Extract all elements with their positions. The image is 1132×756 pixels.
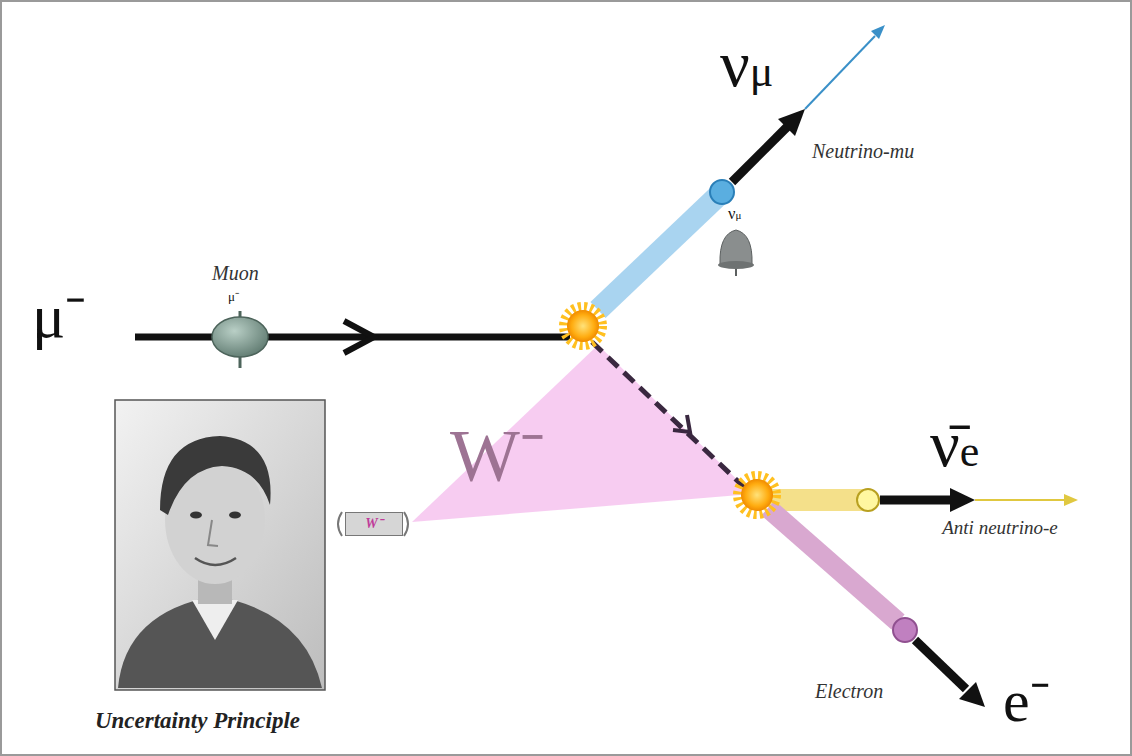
icon-symbol: μ⁻ [228,290,239,304]
muon-icon-stem [239,311,242,317]
bracket [404,512,408,536]
electron-beam [768,508,898,622]
particle-symbol: e⁻ [1003,668,1050,734]
particle-symbol: ν̄e [930,408,979,481]
vertex-burst [738,476,776,514]
w-propagator [592,342,745,488]
arrow-chevron [344,321,374,353]
arrow-head [959,682,985,707]
arrow-head [950,488,975,512]
antineutrino-track [975,499,1065,501]
vertex [741,479,773,511]
arrow-head [1064,494,1078,506]
particle-name: Neutrino-mu [812,140,914,162]
bracket [338,512,342,536]
vertex-burst [564,307,602,345]
neutrino-track [805,36,875,109]
portrait-collar [192,600,238,640]
muon-line [135,334,570,341]
portrait-eye [190,512,202,519]
particle-symbol: νμ [720,28,773,101]
arrow-chevron [673,415,690,432]
w-cone [412,345,752,522]
arrow-head [778,109,805,136]
electron-icon [893,618,917,642]
neutrino-beam [598,192,722,310]
particle-symbol: μ⁻ [32,282,86,350]
portrait-nose [208,520,218,546]
neutrino-icon [710,180,734,204]
vertex [567,310,599,342]
portrait-mouth [195,558,236,565]
electron-arrow [915,640,966,689]
antineutrino-beam [770,489,868,511]
boson-label: W⁻ [365,517,382,531]
neutrino-arrow [732,126,788,182]
boson-box: W⁻ [345,512,403,536]
icon-symbol: νμ [728,205,741,223]
photo-caption: Uncertainty Principle [49,708,346,733]
portrait-hair [160,436,271,515]
muon-icon-stem [239,357,242,368]
boson-symbol: W⁻ [450,416,545,497]
arrow-head [871,25,885,39]
antineutrino-icon [857,489,879,511]
particle-name: Muon [212,262,259,284]
portrait-photo [115,400,325,690]
bell-icon-rim [718,261,754,269]
portrait-frame: Uncertainty Principle [49,398,346,743]
muon-icon [212,317,268,357]
bell-icon-stem [735,269,737,276]
antineutrino-arrow [880,496,952,505]
bell-icon [720,230,752,264]
particle-name: Electron [815,680,883,702]
particle-name: Anti neutrino-e [940,518,1060,539]
portrait-eye [229,512,241,519]
portrait-sweater [118,596,322,688]
